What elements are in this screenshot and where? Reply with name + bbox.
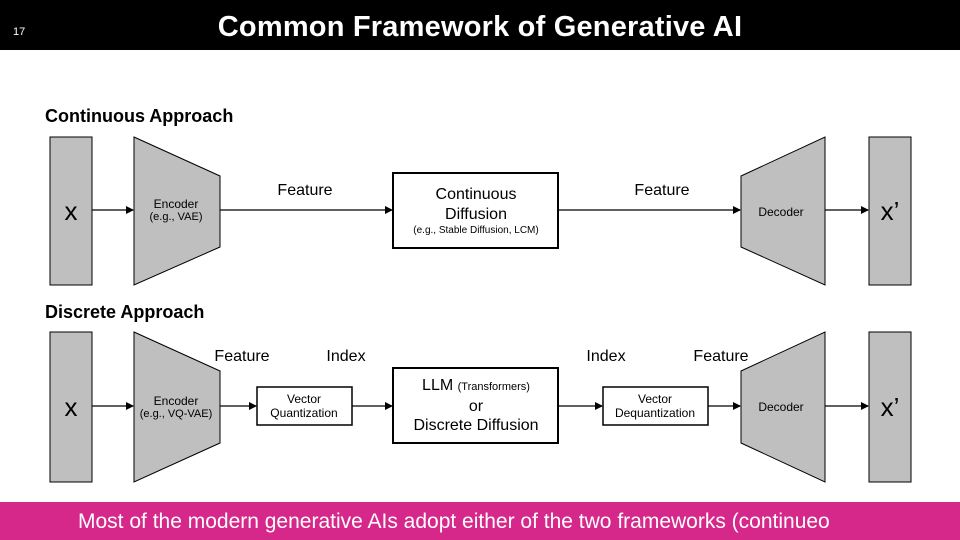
vector-quantization-line1: Vector [286,392,322,406]
vector-quantization-line2: Quantization [270,406,338,420]
discrete-core-or: or [468,398,484,415]
discrete-feature-right: Feature [693,348,749,365]
discrete-input-block [49,331,93,483]
continuous-encoder-label: Encoder [153,197,199,211]
vector-quantization-box [256,386,353,426]
discrete-input-x: x [64,392,78,422]
continuous-core-line2: Diffusion [445,206,507,223]
slide-number: 17 [13,26,26,38]
continuous-input-block [49,136,93,286]
slide-footer: Most of the modern generative AIs adopt … [0,502,960,540]
discrete-encoder-label: Encoder [153,394,199,408]
slide-title: Common Framework of Generative AI [217,11,743,43]
continuous-encoder-shape [133,136,221,286]
discrete-core-line1: LLM (Transformers) [422,377,530,395]
continuous-output-x-prime: x’ [880,196,900,226]
continuous-output-block [868,136,912,286]
continuous-input-x: x [64,196,78,226]
discrete-output-block [868,331,912,483]
vector-dequantization-line2: Dequantization [614,406,696,420]
transformers-label: (Transformers) [457,381,530,393]
discrete-core-line3: Discrete Diffusion [413,417,539,434]
continuous-feature-left: Feature [277,182,333,199]
continuous-decoder-label: Decoder [758,205,804,219]
discrete-output-x-prime: x’ [880,392,900,422]
continuous-decoder-shape [740,136,826,286]
discrete-approach-label: Discrete Approach [45,302,205,322]
continuous-core-line1: Continuous [435,186,517,203]
continuous-core-example: (e.g., Stable Diffusion, LCM) [413,225,539,236]
discrete-index-left: Index [326,348,366,365]
continuous-encoder-example: (e.g., VAE) [149,211,203,223]
continuous-approach-label: Continuous Approach [45,106,234,126]
vector-dequantization-line1: Vector [637,392,673,406]
discrete-feature-left: Feature [214,348,270,365]
discrete-encoder-shape [133,331,221,483]
discrete-encoder-example: (e.g., VQ-VAE) [139,408,213,420]
footer-text: Most of the modern generative AIs adopt … [78,510,830,533]
discrete-decoder-shape [740,331,826,483]
llm-label: LLM [422,377,454,394]
discrete-index-right: Index [586,348,626,365]
vector-dequantization-box [602,386,709,426]
slide-header: 17 Common Framework of Generative AI [0,0,960,50]
discrete-decoder-label: Decoder [758,400,804,414]
continuous-feature-right: Feature [634,182,690,199]
